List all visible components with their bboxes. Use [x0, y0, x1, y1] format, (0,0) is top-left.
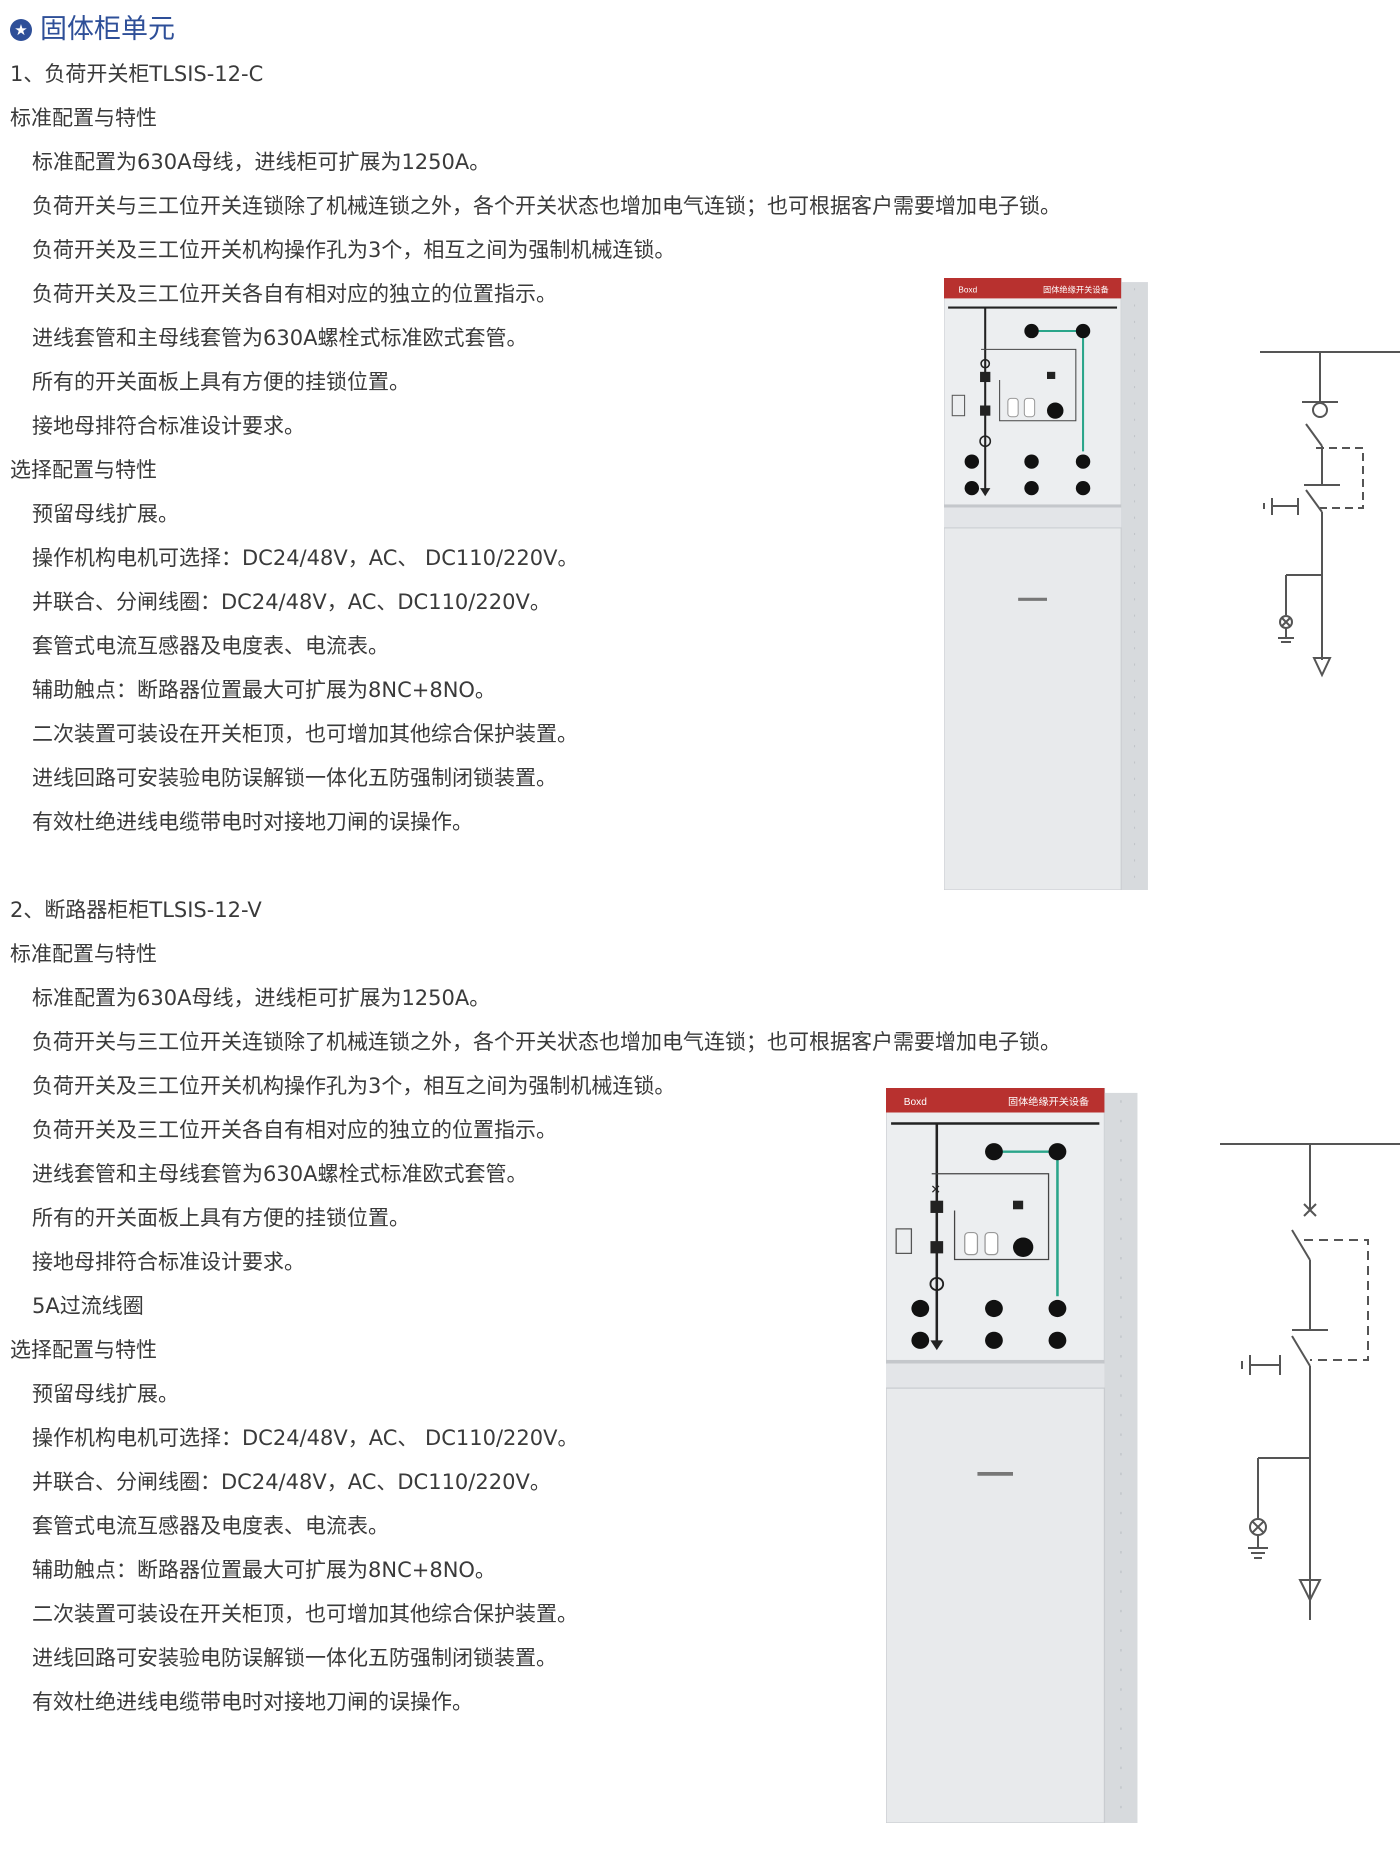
- cabinet-part: [979, 435, 992, 448]
- cabinet-part: [980, 371, 991, 383]
- cabinet-part: [980, 405, 991, 416]
- cabinet-part: [985, 1299, 1003, 1318]
- subheading-optional: 选择配置与特性: [10, 1338, 157, 1362]
- cabinet-part: [1023, 397, 1036, 418]
- load-switch-single-line-diagram: [1260, 351, 1400, 678]
- cabinet-part: [929, 1276, 945, 1292]
- feature-item: 进线套管和主母线套管为630A螺栓式标准欧式套管。: [32, 1162, 528, 1186]
- cabinet-part: [944, 527, 1122, 890]
- cabinet-part: [931, 1173, 1050, 1261]
- cabinet-part: [895, 1228, 913, 1254]
- cabinet-part: [1047, 371, 1056, 379]
- cabinet-part: [1024, 480, 1039, 496]
- option-item: 辅助触点：断路器位置最大可扩展为8NC+8NO。: [32, 1558, 496, 1582]
- page-title: ★ 固体柜单元: [10, 8, 1160, 52]
- cabinet-part: [1024, 454, 1039, 469]
- option-item: 并联合、分闸线圈：DC24/48V，AC、DC110/220V。: [32, 1470, 551, 1494]
- cabinet-part: [985, 1331, 1003, 1349]
- cabinet-part: [1013, 1237, 1034, 1258]
- cabinet-part: [981, 348, 1077, 422]
- subheading-standard: 标准配置与特性: [10, 942, 157, 966]
- feature-item: 所有的开关面板上具有方便的挂锁位置。: [32, 1206, 410, 1230]
- option-item: 二次装置可装设在开关柜顶，也可增加其他综合保护装置。: [32, 722, 578, 746]
- feature-item: 标准配置为630A母线，进线柜可扩展为1250A。: [32, 150, 491, 174]
- cabinet-part: [951, 394, 966, 417]
- cabinet-part: [964, 480, 980, 496]
- cabinet-part: [944, 507, 1122, 528]
- feature-item: 接地母排符合标准设计要求。: [32, 1250, 305, 1274]
- subheading-optional: 选择配置与特性: [10, 458, 157, 482]
- cabinet-part: [1047, 402, 1064, 419]
- cabinet-brand: Boxd: [904, 1097, 927, 1108]
- cabinet-part: [980, 488, 991, 497]
- cabinet-part: [1075, 454, 1091, 469]
- cabinet-part: [1013, 1200, 1024, 1210]
- cabinet-part: [886, 1088, 1105, 1113]
- cabinet-part: [1104, 1092, 1138, 1823]
- cabinet-part: [930, 1200, 944, 1213]
- cabinet-part: [886, 1387, 1106, 1823]
- cabinet-part: [984, 1231, 999, 1256]
- cabinet-part: [1007, 397, 1019, 418]
- cabinet-part: [930, 1241, 944, 1254]
- option-item: 预留母线扩展。: [32, 502, 179, 526]
- option-item: 二次装置可装设在开关柜顶，也可增加其他综合保护装置。: [32, 1602, 578, 1626]
- cabinet-part: [886, 1363, 1105, 1389]
- option-item: 进线回路可安装验电防误解锁一体化五防强制闭锁装置。: [32, 1646, 557, 1670]
- cabinet-part: [1121, 282, 1148, 890]
- cabinet-part: [944, 504, 1122, 508]
- breaker-single-line-diagram: [1220, 1143, 1400, 1620]
- feature-item: 负荷开关及三工位开关各自有相对应的独立的位置指示。: [32, 282, 557, 306]
- cabinet-part: [964, 454, 980, 469]
- cabinet-part: [1048, 1299, 1067, 1318]
- feature-item: 5A过流线圈: [32, 1294, 144, 1318]
- option-item: 套管式电流互感器及电度表、电流表。: [32, 634, 389, 658]
- option-item: 操作机构电机可选择：DC24/48V，AC、 DC110/220V。: [32, 1426, 579, 1450]
- cabinet-part: [964, 1231, 979, 1256]
- section-heading: 2、断路器柜柜TLSIS-12-V: [10, 898, 262, 922]
- feature-item: 负荷开关及三工位开关机构操作孔为3个，相互之间为强制机械连锁。: [32, 238, 676, 262]
- cabinet-part: [911, 1331, 930, 1349]
- option-item: 进线回路可安装验电防误解锁一体化五防强制闭锁装置。: [32, 766, 557, 790]
- load-switch-cabinet-photo: Boxd 固体绝缘开关设备: [944, 278, 1148, 890]
- subheading-standard: 标准配置与特性: [10, 106, 157, 130]
- cabinet-part: [985, 1143, 1003, 1161]
- cabinet-part: [1024, 323, 1039, 339]
- option-item: 辅助触点：断路器位置最大可扩展为8NC+8NO。: [32, 678, 496, 702]
- cabinet-brand: Boxd: [958, 285, 977, 294]
- option-item: 套管式电流互感器及电度表、电流表。: [32, 1514, 389, 1538]
- cabinet-part: [1075, 480, 1091, 496]
- cabinet-part: [930, 1340, 944, 1351]
- section-heading: 1、负荷开关柜TLSIS-12-C: [10, 62, 264, 86]
- option-item: 有效杜绝进线电缆带电时对接地刀闸的误操作。: [32, 1690, 473, 1714]
- option-item: 操作机构电机可选择：DC24/48V，AC、 DC110/220V。: [32, 546, 579, 570]
- cabinet-part: [1075, 323, 1091, 339]
- option-item: 预留母线扩展。: [32, 1382, 179, 1406]
- feature-item: 进线套管和主母线套管为630A螺栓式标准欧式套管。: [32, 326, 528, 350]
- feature-item: 接地母排符合标准设计要求。: [32, 414, 305, 438]
- page-title-text: 固体柜单元: [40, 14, 175, 45]
- cabinet-part: [980, 358, 991, 369]
- cabinet-part: [911, 1299, 930, 1318]
- feature-item: 负荷开关及三工位开关机构操作孔为3个，相互之间为强制机械连锁。: [32, 1074, 676, 1098]
- feature-item: 负荷开关及三工位开关各自有相对应的独立的位置指示。: [32, 1118, 557, 1142]
- feature-item: 负荷开关与三工位开关连锁除了机械连锁之外，各个开关状态也增加电气连锁；也可根据客…: [32, 1030, 1061, 1054]
- star-circle-icon: ★: [10, 19, 32, 41]
- cabinet-part: [1048, 1143, 1067, 1161]
- feature-item: 负荷开关与三工位开关连锁除了机械连锁之外，各个开关状态也增加电气连锁；也可根据客…: [32, 194, 1061, 218]
- feature-item: 所有的开关面板上具有方便的挂锁位置。: [32, 370, 410, 394]
- cabinet-label: 固体绝缘开关设备: [1008, 1095, 1089, 1108]
- option-item: 并联合、分闸线圈：DC24/48V，AC、DC110/220V。: [32, 590, 551, 614]
- cabinet-part: [886, 1359, 1105, 1364]
- option-item: 有效杜绝进线电缆带电时对接地刀闸的误操作。: [32, 810, 473, 834]
- breaker-cabinet-photo: Boxd 固体绝缘开关设备 ✕: [886, 1088, 1138, 1823]
- cabinet-part: ✕: [930, 1182, 941, 1197]
- feature-item: 标准配置为630A母线，进线柜可扩展为1250A。: [32, 986, 491, 1010]
- cabinet-part: [944, 278, 1122, 299]
- cabinet-part: [1048, 1331, 1067, 1349]
- cabinet-label: 固体绝缘开关设备: [1043, 284, 1109, 294]
